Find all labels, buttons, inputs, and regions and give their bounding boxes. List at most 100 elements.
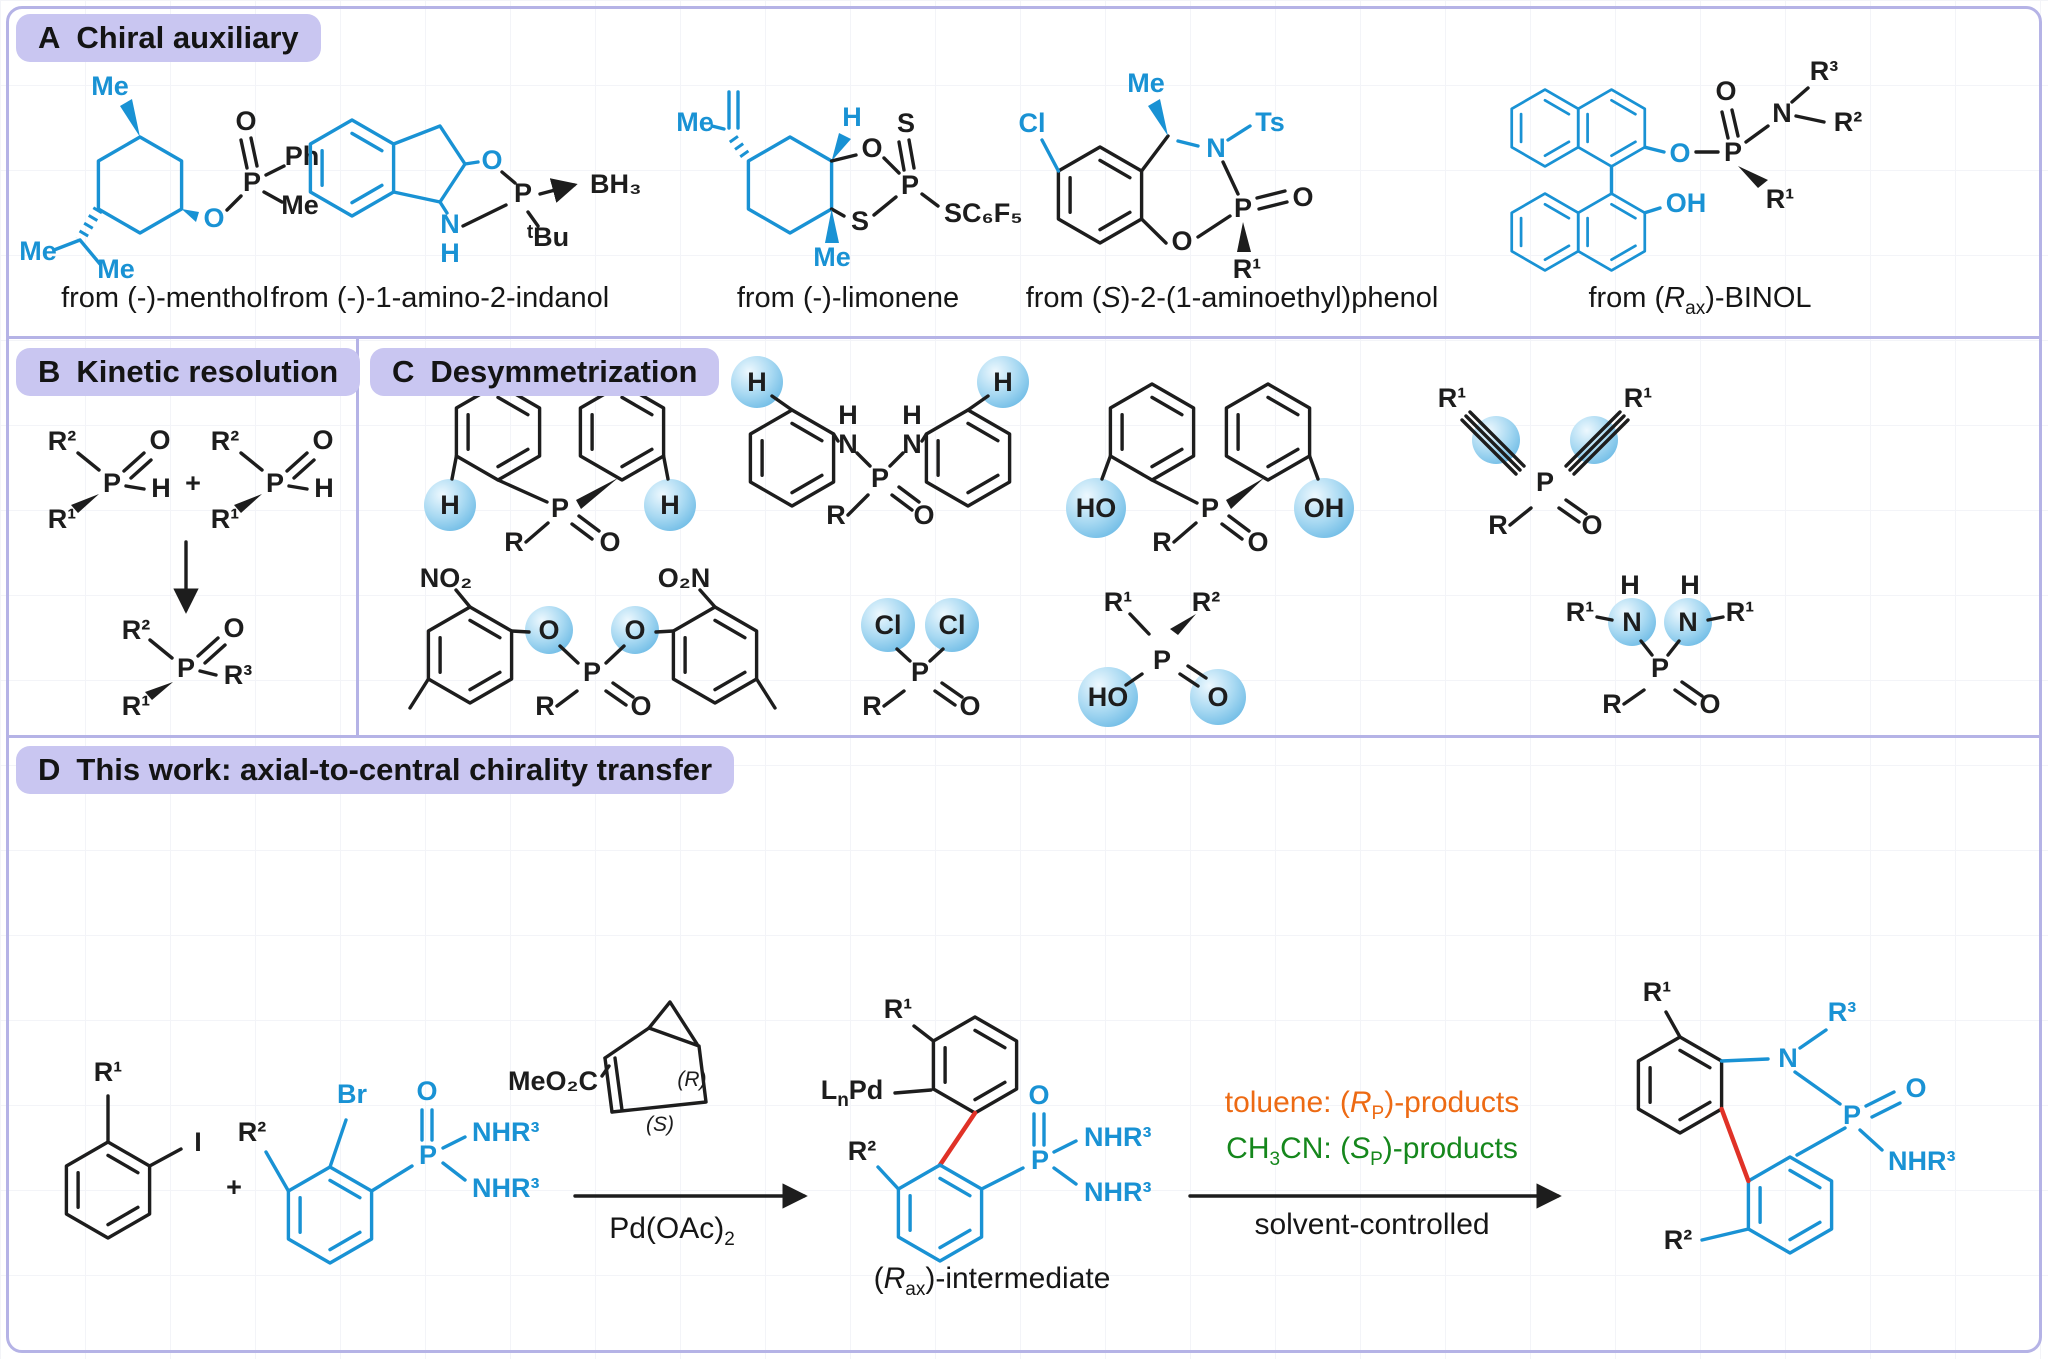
highlight-circle (525, 606, 573, 654)
atom-label: R¹ (1726, 597, 1755, 627)
highlight-circle (1190, 669, 1246, 725)
axial-chirality-bond (937, 1110, 978, 1168)
condition-acetonitrile: CH3CN: (SP)-products (1226, 1132, 1518, 1171)
atom-label: P (551, 493, 569, 523)
caption-stereodescriptor: R (1664, 282, 1686, 314)
structure-bis-nitrophenyl-phosphonate: NO₂ O₂N O O P R O (408, 563, 777, 721)
caption-subscript: ax (1685, 297, 1706, 319)
highlight-circle (925, 598, 979, 652)
atom-label: N (902, 429, 922, 459)
structure-diaryl-phosphonic-diamide: H H H H N P N R O (731, 356, 1029, 530)
caption-limonene: from (-)-limonene (736, 282, 960, 314)
atom-label: Me (676, 107, 714, 137)
panel-a-letter: A (38, 20, 61, 55)
atom-label: NHR³ (1084, 1177, 1152, 1207)
atom-label: R¹ (1624, 383, 1653, 413)
atom-label: HO (1076, 493, 1117, 523)
atom-label: R¹ (1438, 383, 1467, 413)
atom-label: R³ (1828, 997, 1857, 1027)
atom-label: Me (19, 236, 57, 266)
atom-label: N (440, 209, 460, 239)
atom-label: R¹ (884, 994, 913, 1024)
panel-divider (356, 336, 359, 738)
condition-text: CH (1226, 1132, 1270, 1165)
atom-label: O (416, 1076, 437, 1106)
catalyst-text: Pd(OAc) (609, 1212, 725, 1245)
structure-diarylphosphine-oxide: H H P R O (424, 382, 696, 557)
atom-label: O (1028, 1080, 1049, 1110)
atom-label: OH (1304, 493, 1345, 523)
atom-label: P (1724, 137, 1742, 167)
structure-aryl-iodide: R¹ I (64, 1057, 202, 1240)
atom-label: R (862, 691, 882, 721)
atom-label: MeO₂C (508, 1066, 598, 1096)
condition-text: )-products (1382, 1132, 1518, 1165)
atom-label: Cl (939, 610, 966, 640)
axial-chirality-bond (1719, 1106, 1751, 1184)
atom-label: P (1651, 653, 1669, 683)
atom-label: SC₆F₅ (944, 198, 1023, 228)
condition-subscript: P (1371, 1103, 1385, 1124)
stereo-label: (S) (646, 1113, 674, 1136)
highlight-circle (1078, 667, 1138, 727)
atom-label: NHR³ (1084, 1122, 1152, 1152)
highlight-circle (1066, 478, 1126, 538)
atom-label: P (1031, 1145, 1049, 1175)
panel-b-letter: B (38, 354, 61, 389)
atom-label: O (223, 613, 244, 643)
atom-label: O (1292, 182, 1313, 212)
highlight-circle (611, 606, 659, 654)
atom-sup: t (527, 222, 534, 243)
panel-a-badge: A Chiral auxiliary (16, 14, 321, 62)
panel-d-badge: D This work: axial-to-central chirality … (16, 746, 735, 794)
atom-label: O (1905, 1073, 1926, 1103)
atom-label: R¹ (1643, 977, 1672, 1007)
stereo-label: (R) (677, 1068, 706, 1091)
atom-label: N (1622, 607, 1642, 637)
atom-base: Bu (533, 222, 569, 252)
highlight-circle (861, 598, 915, 652)
atom-label: R¹ (122, 691, 151, 721)
atom-label: R¹ (211, 504, 240, 534)
atom-label: R² (238, 1117, 267, 1147)
atom-label: NO₂ (420, 563, 473, 593)
atom-label: O (1207, 682, 1228, 712)
atom-label: N (1772, 98, 1792, 128)
structure-pd-intermediate: LnPd R¹ R² P O NHR³ NHR³ (821, 994, 1152, 1263)
atom-label: R (1488, 510, 1508, 540)
atom-label: R¹ (94, 1057, 123, 1087)
atom-label: N (838, 429, 858, 459)
highlight-circle (731, 356, 783, 408)
atom-label: H (314, 473, 334, 503)
atom-label: Ph (285, 141, 320, 171)
atom-label: P (901, 170, 919, 200)
atom-label: R (826, 500, 846, 530)
atom-label: Me (813, 242, 851, 272)
atom-label: P (911, 657, 929, 687)
panel-d-title: This work: axial-to-central chirality tr… (76, 752, 713, 787)
structure-norbornene-reagent: MeO₂C (R) (S) (508, 1000, 708, 1136)
atom-label: O (312, 425, 333, 455)
atom-label: H (993, 367, 1013, 397)
caption-stereodescriptor: S (1101, 282, 1121, 314)
atom-label: P (177, 653, 195, 683)
highlight-circle (424, 479, 476, 531)
structure-bis-hydroxyphenyl-phosphine-oxide: HO OH P R O (1066, 382, 1354, 557)
atom-label: R² (122, 615, 151, 645)
atom-label: NHR³ (1888, 1146, 1956, 1176)
atom-label: P (243, 167, 261, 197)
caption-aminoethylphenol: from (S)-2-(1-aminoethyl)phenol (1026, 282, 1439, 315)
atom-label: P (1843, 1100, 1861, 1130)
caption-text: ( (873, 1262, 884, 1295)
condition-text: )-products (1384, 1086, 1520, 1119)
condition-text: toluene: ( (1224, 1086, 1350, 1119)
atom-label: N (1678, 607, 1698, 637)
highlight-circle (1664, 598, 1712, 646)
atom-label: S (851, 206, 869, 236)
structure-binol-auxiliary: O P O N R³ R² R¹ OH (1510, 56, 1862, 272)
atom-label: S (897, 108, 915, 138)
panel-c-letter: C (392, 354, 415, 389)
atom-label: R (1602, 689, 1622, 719)
plus-sign: + (185, 468, 201, 498)
condition-stereodescriptor: S (1350, 1132, 1371, 1165)
